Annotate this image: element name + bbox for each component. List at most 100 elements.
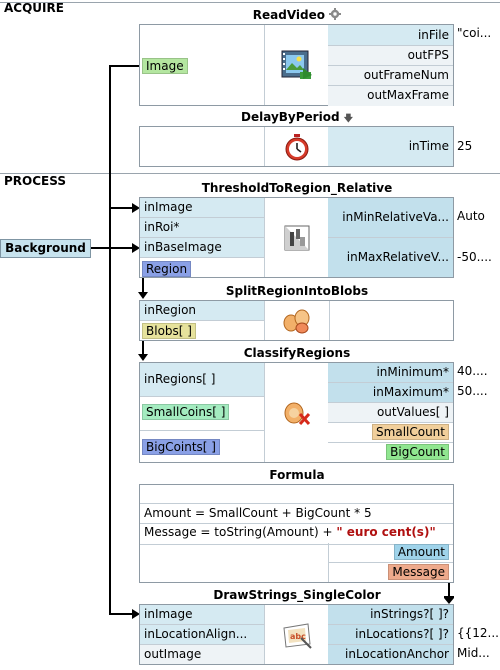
filter-title-splitregion[interactable]: SplitRegionIntoBlobs [225,284,369,298]
filter-icon-cell [264,198,330,277]
input-pin-inregions[interactable]: inRegions[ ] [140,363,264,397]
draw-text-icon: abc [283,622,312,649]
input-pin-inminrelativevalue[interactable]: inMinRelativeVa... [328,198,453,238]
formula-code: Message = toString(Amount) + [144,525,337,539]
formula-editor[interactable]: Amount = SmallCount + BigCount * 5 Messa… [140,503,453,545]
input-pin-inlocationalignment[interactable]: inLocationAlign... [140,625,264,645]
formula-line-message: Message = toString(Amount) + " euro cent… [144,525,436,539]
input-pin-inlocations[interactable]: inLocations?[ ]? [328,625,453,645]
filter-title-threshold[interactable]: ThresholdToRegion_Relative [201,181,393,195]
connection-wire [444,596,454,598]
output-pin-bigcoints[interactable]: BigCoints[ ] [142,439,220,455]
classify-regions-icon [284,402,311,425]
filter-title-delaybyperiod[interactable]: DelayByPeriod 🡇 [140,110,454,127]
input-pin-inimage[interactable]: inImage [140,198,264,218]
filter-icon-cell [264,25,330,105]
pin-label: BigCount [386,444,449,460]
pin-value-inminrelativevalue[interactable]: Auto [457,209,485,223]
pin-label: inBaseImage [144,240,222,254]
pin-value-inminimum[interactable]: 40.... [457,364,488,378]
divider [140,430,264,431]
filter-thresholdtoregion[interactable]: inImage inRoi* inBaseImage Region inMinR… [139,197,454,278]
split-blobs-icon [283,309,310,333]
arrow-head-icon [444,598,454,604]
input-pin-instrings[interactable]: inStrings?[ ]? [328,605,453,625]
pin-value-infile[interactable]: "coi... [457,26,492,40]
pin-label: inRoi* [144,220,180,234]
filter-icon-cell [264,363,330,462]
section-separator [0,173,500,174]
video-film-icon [281,50,312,79]
gear-icon[interactable] [329,8,342,20]
connection-wire [110,65,140,67]
filter-readvideo[interactable]: Image inFile outFPS outFrameNum outMaxFr… [139,24,454,106]
output-pin-blobs[interactable]: Blobs[ ] [142,323,196,339]
output-pin-outimage[interactable]: outImage [140,645,264,664]
filter-formula[interactable]: Amount = SmallCount + BigCount * 5 Messa… [139,484,454,583]
output-pin-image[interactable]: Image [140,57,264,77]
input-pin-inroi[interactable]: inRoi* [140,218,264,238]
pin-value-intime[interactable]: 25 [457,139,473,153]
output-pin-amount[interactable]: Amount [329,543,453,563]
section-process: PROCESS [4,174,66,188]
input-pin-intime[interactable]: inTime [328,127,453,166]
connection-wire [109,65,111,615]
filter-delaybyperiod[interactable]: inTime [139,126,454,167]
pin-value-inlocationanchor[interactable]: Mid... [457,646,490,660]
filter-icon-cell [264,127,330,166]
pin-label: outFPS [407,48,449,62]
output-pin-outmaxframe[interactable]: outMaxFrame [328,86,453,106]
output-pin-region[interactable]: Region [142,261,192,277]
input-pin-inminimum[interactable]: inMinimum* [328,363,453,383]
output-pin-message[interactable]: Message [329,563,453,582]
section-separator [0,2,500,3]
connection-wire [448,582,450,598]
filter-title-drawstrings[interactable]: DrawStrings_SingleColor [213,588,381,602]
output-pin-smallcoins[interactable]: SmallCoins[ ] [142,404,230,420]
input-pin-inbaseimage[interactable]: inBaseImage [140,238,264,258]
output-pin-bigcount[interactable]: BigCount [328,443,453,462]
arrow-head-icon [132,243,140,253]
filter-right-pins: inFile outFPS outFrameNum outMaxFrame [328,25,453,106]
pin-value-inmaximum[interactable]: 50.... [457,384,488,398]
connection-wire [110,613,134,615]
arrow-head-icon [132,609,140,619]
output-pin-outframenum[interactable]: outFrameNum [328,66,453,86]
input-pin-infile[interactable]: inFile [328,25,453,46]
pin-label: Region [142,261,192,277]
filter-name: ReadVideo [252,8,326,22]
connection-wire [110,207,134,209]
pin-label: inMaximum* [372,385,449,399]
filter-title-classifyregions[interactable]: ClassifyRegions [243,346,351,360]
pin-label: outImage [144,647,202,661]
input-pin-inmaximum[interactable]: inMaximum* [328,383,453,403]
pin-label: inRegions[ ] [144,372,216,386]
pin-label: inMaxRelativeV... [346,250,449,264]
input-pin-inlocationanchor[interactable]: inLocationAnchor [328,645,453,664]
filter-icon-cell: abc [264,605,330,664]
output-pin-outvalues[interactable]: outValues[ ] [328,403,453,423]
global-variable-background[interactable]: Background [0,239,91,258]
pin-value-inlocations[interactable]: {{12... [457,626,499,640]
filter-right-pins: inMinRelativeVa... inMaxRelativeV... [328,198,453,277]
filter-classifyregions[interactable]: inRegions[ ] SmallCoins[ ] BigCoints[ ] … [139,362,454,463]
input-pin-inmaxrelativevalue[interactable]: inMaxRelativeV... [328,238,453,277]
formula-string-literal: " euro cent(s)" [336,525,436,539]
connection-wire [142,276,144,294]
threshold-icon [284,225,310,250]
input-pin-inimage[interactable]: inImage [140,605,264,625]
pin-label: inMinRelativeVa... [342,210,449,224]
output-pin-outfps[interactable]: outFPS [328,46,453,66]
pin-label: outFrameNum [363,68,449,82]
filter-drawstrings[interactable]: inImage inLocationAlign... outImage abc … [139,604,454,665]
filter-title-formula[interactable]: Formula [269,468,325,482]
filter-right-pins: inStrings?[ ]? inLocations?[ ]? inLocati… [328,605,453,664]
pin-label: inLocationAnchor [345,647,449,661]
arrow-head-icon [138,292,148,299]
filter-title-readvideo[interactable]: ReadVideo [140,8,454,22]
input-pin-inregion[interactable]: inRegion [140,301,264,321]
formula-header-spacer [140,485,453,503]
pin-value-inmaxrelativevalue[interactable]: -50.... [457,250,492,264]
filter-splitregionintoblobs[interactable]: inRegion Blobs[ ] [139,300,454,341]
output-pin-smallcount[interactable]: SmallCount [328,423,453,443]
